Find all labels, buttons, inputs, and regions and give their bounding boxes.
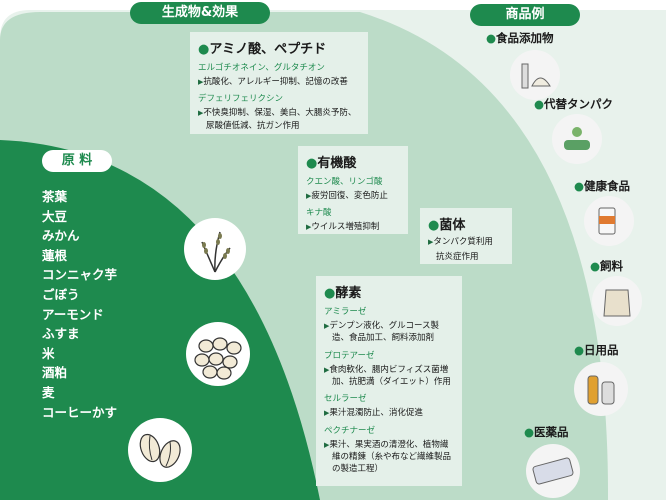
raw-material-item: 麦 [42, 385, 55, 400]
enzyme-sub1: アミラーゼ [324, 307, 367, 317]
daily-goods-icon [574, 362, 628, 416]
raw-region [0, 140, 320, 500]
product-pharmaceutical: ●医薬品 [524, 425, 569, 439]
fungus-title: 菌体 [439, 218, 466, 233]
enzyme-title: 酵素 [335, 286, 362, 301]
raw-material-item: ごぼう [42, 287, 80, 302]
amino-item2: 不快臭抑制、保湿、美白、大腸炎予防、尿酸値低減、抗ガン作用 [203, 108, 357, 131]
fungus-item2: 抗炎症作用 [436, 252, 479, 263]
rice-plant-icon [184, 218, 246, 280]
food-additive-icon [510, 50, 560, 100]
health-food-icon [584, 196, 634, 246]
wheat-grain-icon [128, 418, 192, 482]
raw-material-item: コーヒーかす [42, 404, 118, 420]
enzyme-item1: デンプン液化、グルコース製造、食品加工、飼料添加剤 [329, 321, 440, 344]
enzyme-item3: 果汁混濁防止、消化促進 [329, 408, 423, 419]
product-daily-goods: ●日用品 [574, 343, 619, 357]
raw-material-item: ふすま [42, 326, 80, 342]
soybeans-icon [186, 322, 250, 386]
enzyme-item2: 食肉軟化、腸内ビフィズス菌増加、抗肥満（ダイエット）作用 [329, 364, 451, 387]
product-feed: ●飼料 [590, 259, 624, 273]
amino-sub2: デフェリフェリクシン [198, 94, 284, 105]
raw-material-item: コンニャク芋 [42, 267, 118, 283]
product-health-food: ●健康食品 [574, 179, 631, 193]
raw-material-item: 米 [42, 345, 55, 361]
amino-item1: 抗酸化、アレルギー抑制、記憶の改善 [203, 77, 348, 87]
enzyme-item4: 果汁、果実酒の清澄化、植物繊維の精錬（糸や布など繊維製品の製造工程） [329, 439, 452, 475]
raw-material-item: 茶葉 [42, 189, 68, 204]
organic-box: ●有機酸 クエン酸、リンゴ酸 ▶疲労回復、変色防止 キナ酸 ▶ウイルス増殖抑制 [298, 146, 408, 234]
effects-header: 生成物&効果 [130, 2, 270, 24]
enzyme-sub2: プロテアーゼ [324, 350, 375, 361]
organic-item2: ウイルス増殖抑制 [311, 222, 380, 233]
organic-title: 有機酸 [317, 156, 357, 171]
organic-sub2: キナ酸 [306, 208, 332, 219]
product-food-additive: ●食品添加物 [486, 31, 554, 45]
raw-header: 原 料 [42, 150, 112, 172]
raw-material-item: 蓮根 [42, 247, 68, 263]
organic-item1: 疲労回復、変色防止 [311, 191, 388, 201]
enzyme-sub3: セルラーゼ [324, 394, 367, 405]
raw-material-item: 大豆 [42, 208, 68, 224]
raw-material-item: アーモンド [42, 306, 104, 322]
organic-sub1: クエン酸、リンゴ酸 [306, 177, 383, 187]
amino-sub1: エルゴチオネイン、グルタチオン [198, 63, 325, 73]
fungus-item1: タンパク質利用 [433, 237, 493, 247]
fungus-box: ●菌体 ▶タンパク質利用 抗炎症作用 [420, 208, 512, 264]
raw-material-item: みかん [42, 228, 80, 244]
enzyme-sub4: ペクチナーゼ [324, 425, 376, 436]
feed-bag-icon [592, 276, 642, 326]
product-alt-protein: ●代替タンパク [534, 97, 614, 111]
amino-title: アミノ酸、ペプチド [209, 42, 327, 57]
raw-material-item: 酒粕 [42, 365, 68, 381]
amino-box: ●アミノ酸、ペプチド エルゴチオネイン、グルタチオン ▶抗酸化、アレルギー抑制、… [190, 32, 368, 134]
alt-protein-icon [552, 114, 602, 164]
medicine-icon [526, 444, 580, 498]
products-header: 商品例 [470, 4, 580, 26]
enzyme-box: ●酵素 アミラーゼ ▶デンプン液化、グルコース製造、食品加工、飼料添加剤 プロテ… [316, 276, 462, 486]
